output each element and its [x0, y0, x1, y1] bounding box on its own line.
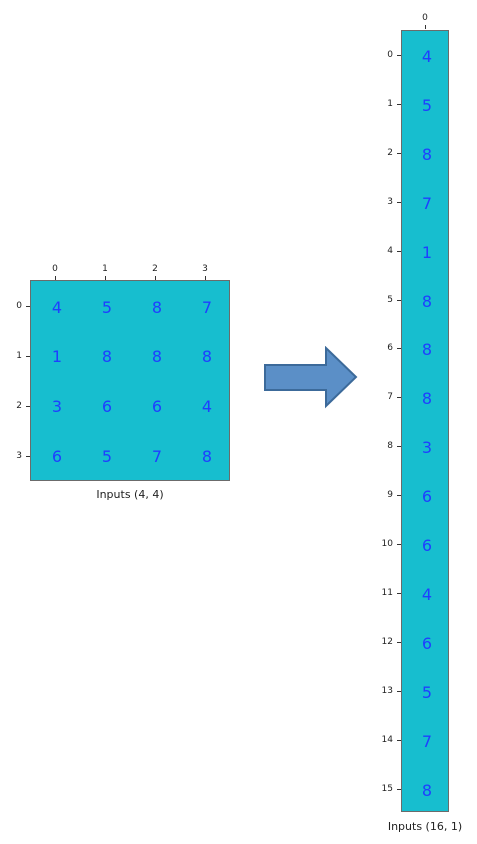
- matrix-cell: 5: [421, 96, 433, 115]
- matrix-cell: 6: [421, 634, 433, 653]
- matrix-cell: 6: [421, 487, 433, 506]
- right-row-tick-mark: [397, 300, 401, 301]
- right-row-tick: 8: [387, 441, 393, 451]
- left-col-tick: 0: [52, 264, 58, 274]
- matrix-cell: 8: [201, 347, 213, 366]
- matrix-cell: 3: [421, 438, 433, 457]
- matrix-cell: 8: [421, 340, 433, 359]
- right-matrix-panel: [401, 30, 449, 812]
- right-row-tick-mark: [397, 104, 401, 105]
- arrow-shape: [264, 346, 358, 409]
- left-row-tick-mark: [26, 356, 30, 357]
- right-row-tick: 5: [387, 295, 393, 305]
- right-row-tick: 12: [381, 637, 393, 647]
- right-row-tick-mark: [397, 593, 401, 594]
- right-row-tick: 13: [381, 686, 393, 696]
- matrix-cell: 7: [421, 732, 433, 751]
- right-row-tick: 1: [387, 99, 393, 109]
- right-col-tick: 0: [422, 13, 428, 23]
- matrix-cell: 4: [51, 298, 63, 317]
- left-col-tick: 2: [152, 264, 158, 274]
- right-row-tick: 6: [387, 343, 393, 353]
- matrix-cell: 8: [421, 145, 433, 164]
- matrix-cell: 8: [421, 389, 433, 408]
- matrix-cell: 6: [151, 397, 163, 416]
- matrix-cell: 8: [201, 447, 213, 466]
- left-row-tick: 2: [16, 401, 22, 411]
- left-row-tick: 1: [16, 351, 22, 361]
- left-col-tick-mark: [205, 276, 206, 280]
- right-row-tick: 15: [381, 784, 393, 794]
- right-row-tick: 0: [387, 50, 393, 60]
- matrix-cell: 6: [421, 536, 433, 555]
- matrix-cell: 8: [421, 292, 433, 311]
- matrix-cell: 3: [51, 397, 63, 416]
- left-row-tick-mark: [26, 306, 30, 307]
- right-row-tick-mark: [397, 251, 401, 252]
- right-row-tick-mark: [397, 55, 401, 56]
- right-row-tick: 14: [381, 735, 393, 745]
- right-row-tick: 9: [387, 490, 393, 500]
- right-row-tick-mark: [397, 740, 401, 741]
- right-row-tick-mark: [397, 495, 401, 496]
- right-row-tick-mark: [397, 202, 401, 203]
- matrix-cell: 6: [101, 397, 113, 416]
- right-row-tick-mark: [397, 153, 401, 154]
- left-row-tick-mark: [26, 456, 30, 457]
- matrix-cell: 7: [201, 298, 213, 317]
- left-col-tick-mark: [105, 276, 106, 280]
- right-row-tick-mark: [397, 544, 401, 545]
- right-col-tick-mark: [425, 25, 426, 29]
- right-row-tick-mark: [397, 397, 401, 398]
- matrix-cell: 4: [421, 585, 433, 604]
- right-arrow-icon: [264, 346, 358, 409]
- matrix-cell: 4: [421, 47, 433, 66]
- right-row-tick: 2: [387, 148, 393, 158]
- left-row-tick: 0: [16, 301, 22, 311]
- right-row-tick-mark: [397, 348, 401, 349]
- matrix-cell: 8: [151, 347, 163, 366]
- right-row-tick-mark: [397, 789, 401, 790]
- right-row-tick: 10: [381, 539, 393, 549]
- left-row-tick: 3: [16, 451, 22, 461]
- left-row-tick-mark: [26, 406, 30, 407]
- matrix-cell: 5: [101, 298, 113, 317]
- right-row-tick: 4: [387, 246, 393, 256]
- left-col-tick: 1: [102, 264, 108, 274]
- matrix-cell: 1: [51, 347, 63, 366]
- right-row-tick-mark: [397, 446, 401, 447]
- matrix-cell: 5: [101, 447, 113, 466]
- right-row-tick: 3: [387, 197, 393, 207]
- right-row-tick: 11: [381, 588, 393, 598]
- right-row-tick: 7: [387, 392, 393, 402]
- right-matrix-caption: Inputs (16, 1): [387, 820, 463, 833]
- matrix-cell: 6: [51, 447, 63, 466]
- matrix-cell: 8: [101, 347, 113, 366]
- left-matrix-caption: Inputs (4, 4): [96, 488, 164, 501]
- left-col-tick-mark: [155, 276, 156, 280]
- matrix-cell: 4: [201, 397, 213, 416]
- left-col-tick: 3: [202, 264, 208, 274]
- right-row-tick-mark: [397, 691, 401, 692]
- matrix-cell: 7: [151, 447, 163, 466]
- right-row-tick-mark: [397, 642, 401, 643]
- left-col-tick-mark: [55, 276, 56, 280]
- matrix-cell: 8: [421, 781, 433, 800]
- matrix-cell: 7: [421, 194, 433, 213]
- matrix-cell: 8: [151, 298, 163, 317]
- matrix-cell: 1: [421, 243, 433, 262]
- matrix-cell: 5: [421, 683, 433, 702]
- left-matrix-panel: [30, 280, 230, 481]
